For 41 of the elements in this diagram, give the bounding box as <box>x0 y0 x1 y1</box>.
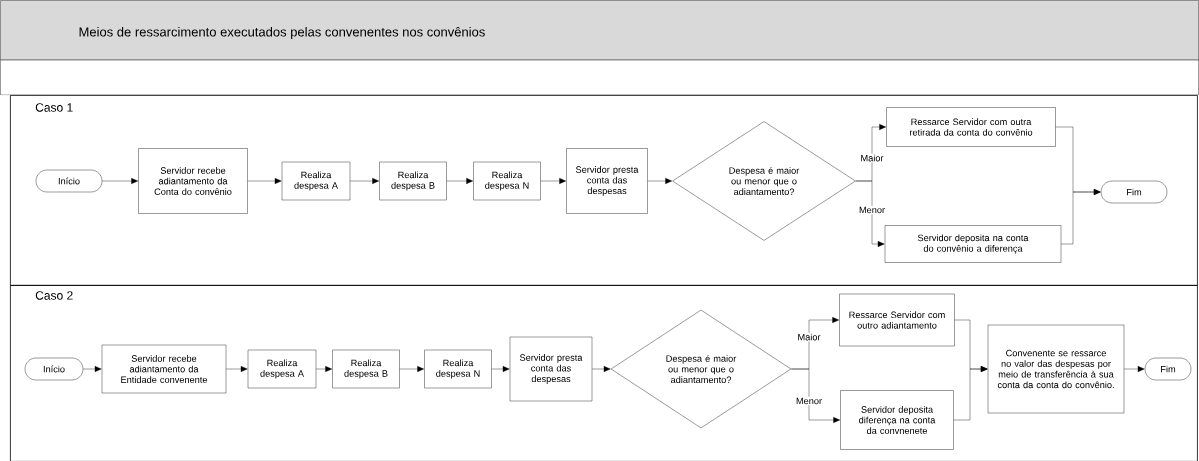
process-box: Realiza despesa B <box>379 161 447 201</box>
arrow <box>953 366 988 421</box>
terminator: Fim <box>1144 357 1192 381</box>
arrow <box>855 180 885 247</box>
arrow <box>102 178 138 184</box>
arrow <box>350 178 379 184</box>
arrow <box>399 366 424 372</box>
terminator: Fim <box>1100 180 1168 204</box>
process-box: Servidor presta conta das despesas <box>509 336 593 402</box>
arrow <box>592 366 611 372</box>
edge-label: Menor <box>857 205 887 215</box>
terminator: Início <box>24 357 84 381</box>
process-box: Servidor deposita diferença na conta da convnenete <box>840 390 954 450</box>
arrow <box>791 368 840 423</box>
process-box: Convenente se ressarce no valor das despesas por meio de transferência à sua conta da conta do convênio. <box>987 324 1125 414</box>
arrow <box>1124 366 1145 372</box>
arrow <box>491 366 510 372</box>
process-box: Realiza despesa B <box>332 349 400 389</box>
process-box: Servidor deposita na conta do convênio a diferença <box>884 225 1062 263</box>
arrow <box>247 178 282 184</box>
process-box: Servidor recebe adiantamento da Conta do convênio <box>138 148 248 214</box>
process-box: Realiza despesa A <box>281 161 351 201</box>
terminator: Início <box>35 169 103 193</box>
arrow <box>540 178 566 184</box>
process-box: Realiza despesa N <box>473 161 541 201</box>
process-box: Ressarce Servidor com outra retirada da conta do convênio <box>886 107 1056 147</box>
process-box: Servidor recebe adiantamento da Entidade convenente <box>101 344 227 394</box>
process-box: Realiza despesa A <box>247 349 317 389</box>
title: Meios de ressarcimento executados pelas convenentes nos convênios <box>79 26 485 40</box>
process-box: Servidor presta conta das despesas <box>566 148 648 214</box>
arrow <box>83 366 102 372</box>
process-box: Ressarce Servidor com outro adiantamento <box>839 293 955 347</box>
edge-label: Maior <box>859 153 885 163</box>
arrow <box>1061 189 1101 245</box>
arrow <box>226 366 248 372</box>
arrow <box>446 178 473 184</box>
process-box: Realiza despesa N <box>424 349 492 389</box>
arrow <box>316 366 332 372</box>
arrow <box>647 178 672 184</box>
edge-label: Maior <box>796 332 822 342</box>
edge-label: Menor <box>794 396 824 406</box>
